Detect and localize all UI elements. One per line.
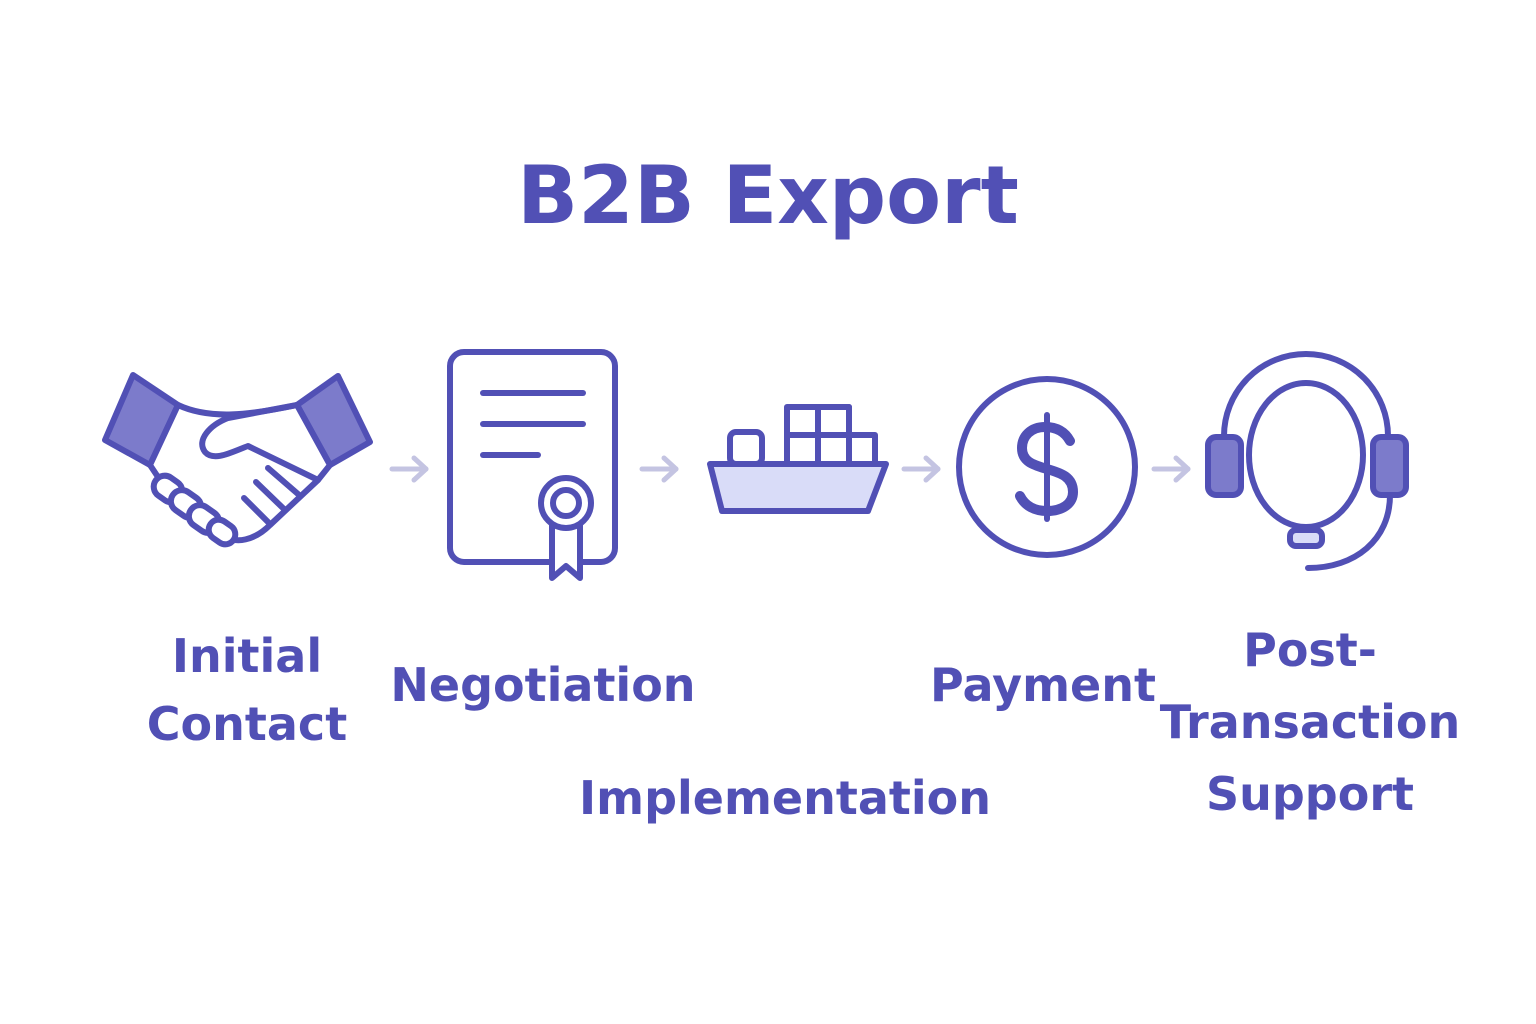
headset-icon xyxy=(1205,351,1409,571)
step-label-line: Payment xyxy=(930,658,1156,712)
cargo-ship-icon xyxy=(707,404,889,514)
certificate-document-icon xyxy=(447,349,618,581)
step-label-line: Initial xyxy=(171,629,323,683)
flow-arrow xyxy=(1151,455,1191,483)
step-label-line: Implementation xyxy=(579,771,991,825)
flow-arrow xyxy=(639,455,679,483)
step-label-negotiation: Negotiation xyxy=(388,651,698,719)
step-label-implementation: Implementation xyxy=(575,764,995,832)
step-label-post-transaction-support: Post- Transaction Support xyxy=(1150,614,1470,830)
step-label-line: Post- xyxy=(1243,623,1377,677)
step-label-line: Negotiation xyxy=(390,658,696,712)
step-label-line: Support xyxy=(1205,767,1414,821)
step-label-line: Contact xyxy=(146,697,348,751)
step-label-payment: Payment xyxy=(918,651,1168,719)
step-label-line: Transaction xyxy=(1159,695,1461,749)
handshake-icon xyxy=(102,372,373,548)
diagram-title: B2B Export xyxy=(517,149,1019,242)
flow-arrow xyxy=(901,455,941,483)
step-label-initial-contact: Initial Contact xyxy=(97,622,397,758)
dollar-coin-icon xyxy=(956,376,1138,558)
flow-arrow xyxy=(389,455,429,483)
